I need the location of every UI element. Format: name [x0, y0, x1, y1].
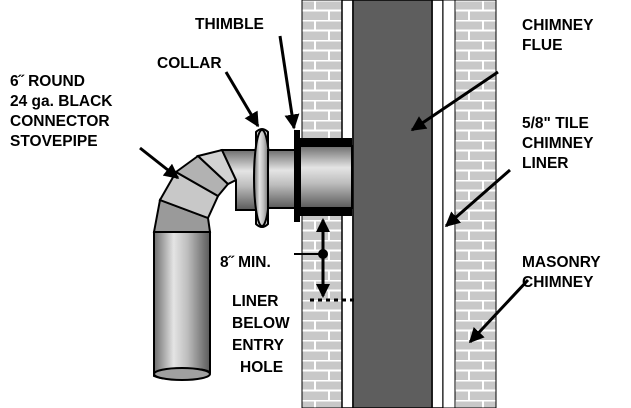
label-masonry-line-1: MASONRY — [522, 254, 601, 271]
label-stovepipe-line-2: 24 ga. BLACK — [10, 93, 113, 110]
label-stovepipe-line-4: STOVEPIPE — [10, 133, 98, 150]
clearance-dimension — [294, 218, 356, 302]
flue-arrow — [410, 70, 499, 132]
thimble — [267, 130, 353, 222]
callout-arrows — [139, 35, 530, 344]
label-stovepipe-line-1: 6˝ ROUND — [10, 73, 85, 90]
label-clearance-line-5: HOLE — [240, 359, 283, 376]
label-clearance-line-3: BELOW — [232, 315, 290, 332]
label-clearance-line-4: ENTRY — [232, 337, 285, 354]
stovepipe-arrow — [139, 146, 180, 180]
label-masonry-line-2: CHIMNEY — [522, 274, 594, 291]
label-stovepipe: 6˝ ROUND 24 ga. BLACK CONNECTOR STOVEPIP… — [10, 73, 113, 150]
brick-wall-right — [454, 0, 497, 408]
connector-stovepipe — [152, 148, 257, 381]
label-stovepipe-line-3: CONNECTOR — [10, 113, 110, 130]
chimney-flue — [352, 0, 433, 408]
label-clearance: 8˝ MIN. LINER BELOW ENTRY HOLE — [220, 254, 290, 376]
label-masonry-chimney: MASONRY CHIMNEY — [522, 254, 601, 291]
collar — [253, 128, 271, 228]
label-clearance-line-1: 8˝ MIN. — [220, 254, 271, 271]
thimble-arrow — [278, 35, 300, 130]
label-tile-liner-line-3: LINER — [522, 155, 569, 172]
label-chimney-flue: CHIMNEY FLUE — [522, 17, 594, 54]
liner-arrow — [444, 168, 511, 228]
label-tile-liner-line-1: 5/8" TILE — [522, 115, 589, 132]
masonry-arrow — [468, 278, 530, 344]
label-thimble: THIMBLE — [195, 16, 264, 33]
label-clearance-line-2: LINER — [232, 293, 279, 310]
label-chimney-flue-line-1: CHIMNEY — [522, 17, 594, 34]
collar-arrow — [224, 71, 260, 128]
label-chimney-flue-line-2: FLUE — [522, 37, 562, 54]
label-tile-liner: 5/8" TILE CHIMNEY LINER — [522, 115, 594, 172]
label-tile-liner-line-2: CHIMNEY — [522, 135, 594, 152]
label-collar: COLLAR — [157, 55, 222, 72]
